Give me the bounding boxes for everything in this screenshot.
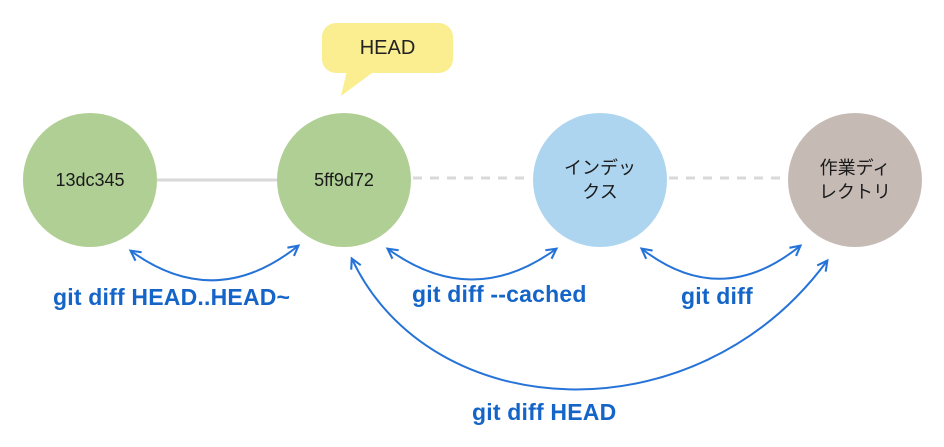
- git-diff-arrow: [639, 244, 803, 280]
- commit-label-13dc345: 13dc345: [23, 113, 157, 247]
- git-diff-cached-arrow: [385, 247, 559, 281]
- commit-label-text: 5ff9d72: [314, 169, 374, 190]
- working-directory-label-text: 作業ディレクトリ: [819, 157, 891, 202]
- index-label-text: インデックス: [564, 157, 636, 202]
- commit-circle-13dc345: [23, 113, 157, 247]
- index-label: インデックス: [533, 113, 667, 247]
- commit-label-text: 13dc345: [55, 169, 125, 190]
- working-directory-label: 作業ディレクトリ: [788, 113, 922, 247]
- working-directory-circle: [788, 113, 922, 247]
- git-diff-head-label: git diff HEAD: [472, 399, 617, 425]
- git-diff-head-arrow: [350, 256, 829, 391]
- commit-circle-5ff9d72: [277, 113, 411, 247]
- git-diff-label: git diff: [681, 283, 753, 309]
- head-speech-bubble: [322, 23, 453, 73]
- git-diff-range-label: git diff HEAD..HEAD~: [53, 284, 291, 310]
- index-circle: [533, 113, 667, 247]
- commit-label-5ff9d72: 5ff9d72: [277, 113, 411, 247]
- git-diff-cached-label: git diff --cached: [412, 281, 587, 307]
- head-label: HEAD: [359, 36, 416, 59]
- git-diff-range-arrow: [128, 244, 301, 282]
